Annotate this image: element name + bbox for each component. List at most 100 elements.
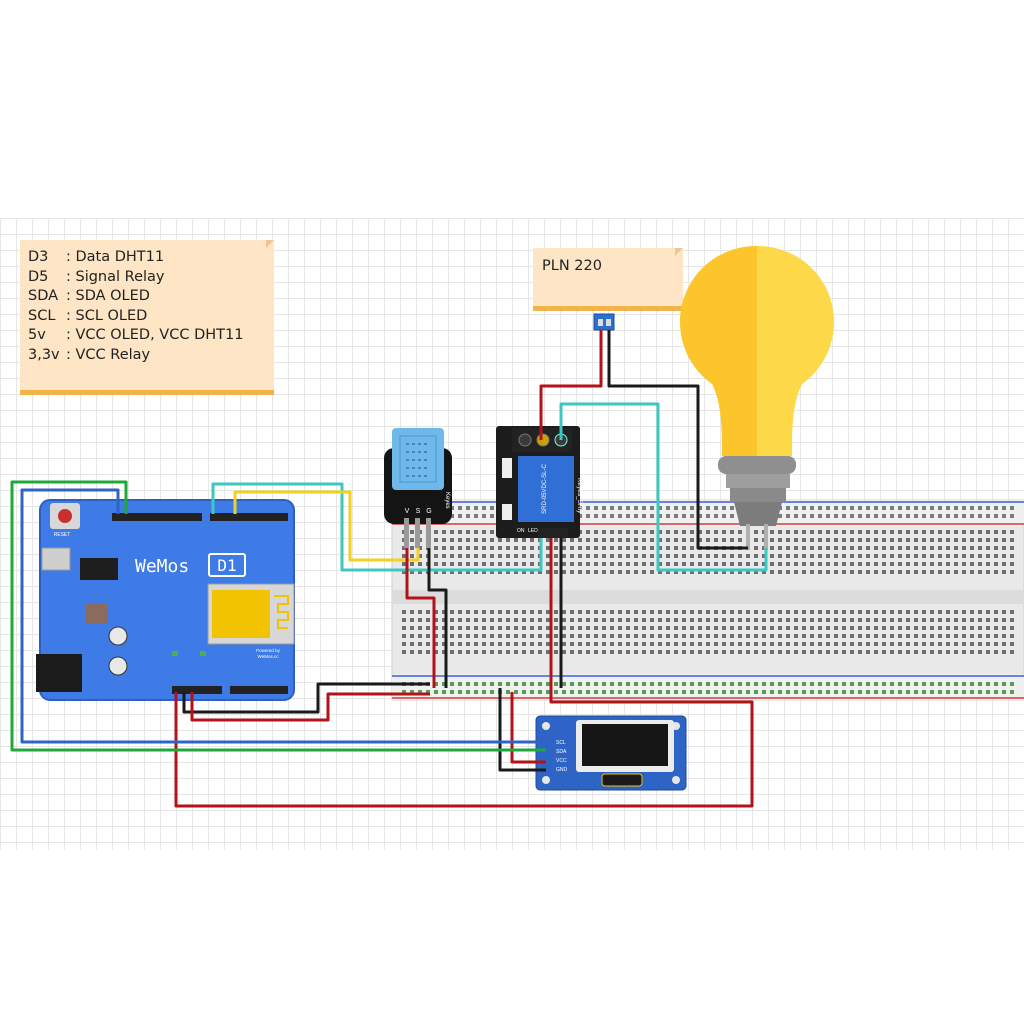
oled-pin-gnd: GND xyxy=(556,767,568,773)
pin-desc: : SCL OLED xyxy=(66,307,148,324)
relay-module: SRD-05VDC-SL-C Keyes_SRly ON LED xyxy=(496,426,583,538)
wire-board-5v xyxy=(190,692,430,722)
board-model: D1 xyxy=(217,556,236,575)
pin-desc: : Signal Relay xyxy=(66,268,165,285)
pin-row-sda: SDA: SDA OLED xyxy=(28,287,274,307)
oled-pin-scl: SCL xyxy=(556,740,566,746)
power-source-note: PLN 220 xyxy=(533,248,683,306)
bulb-base-ring xyxy=(726,474,790,488)
oled-pin-sda: SDA xyxy=(556,749,567,755)
usb-port xyxy=(41,547,71,571)
terminal-slot xyxy=(598,319,603,326)
wemos-d1-board: RESET WeMos D1 Powered by WeMos.cc xyxy=(36,499,295,701)
bottom-rail-holes xyxy=(398,680,1018,694)
wire-oled-vcc xyxy=(510,692,546,764)
pin-key: D5 xyxy=(28,268,49,285)
crystal xyxy=(86,604,108,624)
bulb-lead xyxy=(746,524,750,550)
oled-ribbon xyxy=(601,773,643,787)
pin-key: 5v xyxy=(28,327,46,343)
wire-board-gnd xyxy=(182,682,430,714)
note-fold xyxy=(675,248,683,256)
pin-key: SCL xyxy=(28,307,56,324)
powered-by-label: Powered by xyxy=(256,648,281,653)
power-connector xyxy=(593,313,615,331)
upper-terminal-holes xyxy=(398,530,1018,574)
dht11-leg xyxy=(426,518,431,548)
bottom-header-analog xyxy=(230,686,288,694)
mount-hole xyxy=(672,776,680,784)
wire-sda xyxy=(10,480,546,752)
dht11-pin-v: V xyxy=(405,508,410,515)
wire-dht-vcc xyxy=(405,548,436,688)
top-header-left xyxy=(112,513,202,521)
wire-d3-data xyxy=(233,490,420,562)
wire-d5-signal xyxy=(211,482,543,572)
reset-button-cap[interactable] xyxy=(58,509,72,523)
mount-hole xyxy=(542,722,550,730)
dht11-pin-g: G xyxy=(426,508,431,515)
mount-hole xyxy=(542,776,550,784)
pin-row-3v3: 3,3v : VCC Relay xyxy=(28,346,274,366)
lower-terminal-holes xyxy=(398,610,1018,658)
bulb-collar xyxy=(718,456,796,474)
status-led xyxy=(200,651,206,656)
dht11-brand: Keyes xyxy=(444,492,450,509)
relay-brand: Keyes_SRly xyxy=(576,478,583,514)
relay-diode xyxy=(502,458,512,478)
pin-row-scl: SCL : SCL OLED xyxy=(28,307,274,327)
powered-by-site: WeMos.cc xyxy=(258,654,280,659)
bulb-base-ring xyxy=(730,488,786,502)
relay-led-label: LED xyxy=(528,528,538,534)
wires xyxy=(10,330,768,808)
relay-coil-box xyxy=(518,456,574,522)
bulb-glass-right xyxy=(757,245,835,456)
bottom-header-power xyxy=(172,686,222,694)
relay-terminal-screw xyxy=(536,433,550,447)
status-led xyxy=(172,651,178,656)
bulb-base-tip xyxy=(734,502,782,526)
reset-label: RESET xyxy=(54,532,71,538)
pin-key: SDA xyxy=(28,288,59,304)
dht11-grille xyxy=(399,435,437,483)
breadboard xyxy=(391,499,1024,701)
oled-display: SCL SDA VCC GND xyxy=(535,715,687,791)
esp8266-shield xyxy=(212,590,270,638)
pin-desc: : VCC OLED, VCC DHT11 xyxy=(66,327,244,343)
terminal-slot xyxy=(606,319,611,326)
center-channel xyxy=(392,590,1024,604)
bulb-glass-left xyxy=(679,245,757,456)
relay-on-label: ON xyxy=(517,528,525,534)
capacitor xyxy=(108,626,128,646)
relay-terminal-screw xyxy=(518,433,532,447)
dht11-sensor: V S G Keyes xyxy=(384,428,452,548)
wire-oled-gnd xyxy=(498,688,546,772)
wire-scl xyxy=(20,488,546,744)
power-jack xyxy=(36,654,82,692)
antenna-trace xyxy=(274,595,289,629)
dht11-pin-s: S xyxy=(416,508,421,515)
wire-pln-live xyxy=(539,330,603,440)
top-rail-holes xyxy=(398,506,1018,522)
top-header-right xyxy=(210,513,288,521)
wire-relay-vcc xyxy=(174,538,754,808)
pin-mapping-note: D3 : Data DHT11 D5 : Signal Relay SDA: SDA… xyxy=(20,240,274,390)
pin-row-d3: D3 : Data DHT11 xyxy=(28,248,274,268)
pin-desc: : VCC Relay xyxy=(66,346,151,363)
board-logo: WeMos xyxy=(135,556,189,577)
wire-dht-gnd xyxy=(427,548,448,688)
pin-row-5v: 5v : VCC OLED, VCC DHT11 xyxy=(28,326,274,346)
oled-pin-vcc: VCC xyxy=(556,758,567,764)
pin-key: D3 xyxy=(28,249,49,265)
pin-key: 3,3v xyxy=(28,346,60,363)
usb-serial-chip xyxy=(80,558,118,580)
pin-desc: : Data DHT11 xyxy=(66,249,165,265)
relay-model: SRD-05VDC-SL-C xyxy=(542,464,548,514)
power-source-label: PLN 220 xyxy=(542,258,602,274)
note-fold xyxy=(266,240,274,248)
dht11-leg xyxy=(404,518,409,548)
wire-relay-to-bulb xyxy=(559,402,768,572)
capacitor xyxy=(108,656,128,676)
board-model-box xyxy=(208,553,246,577)
